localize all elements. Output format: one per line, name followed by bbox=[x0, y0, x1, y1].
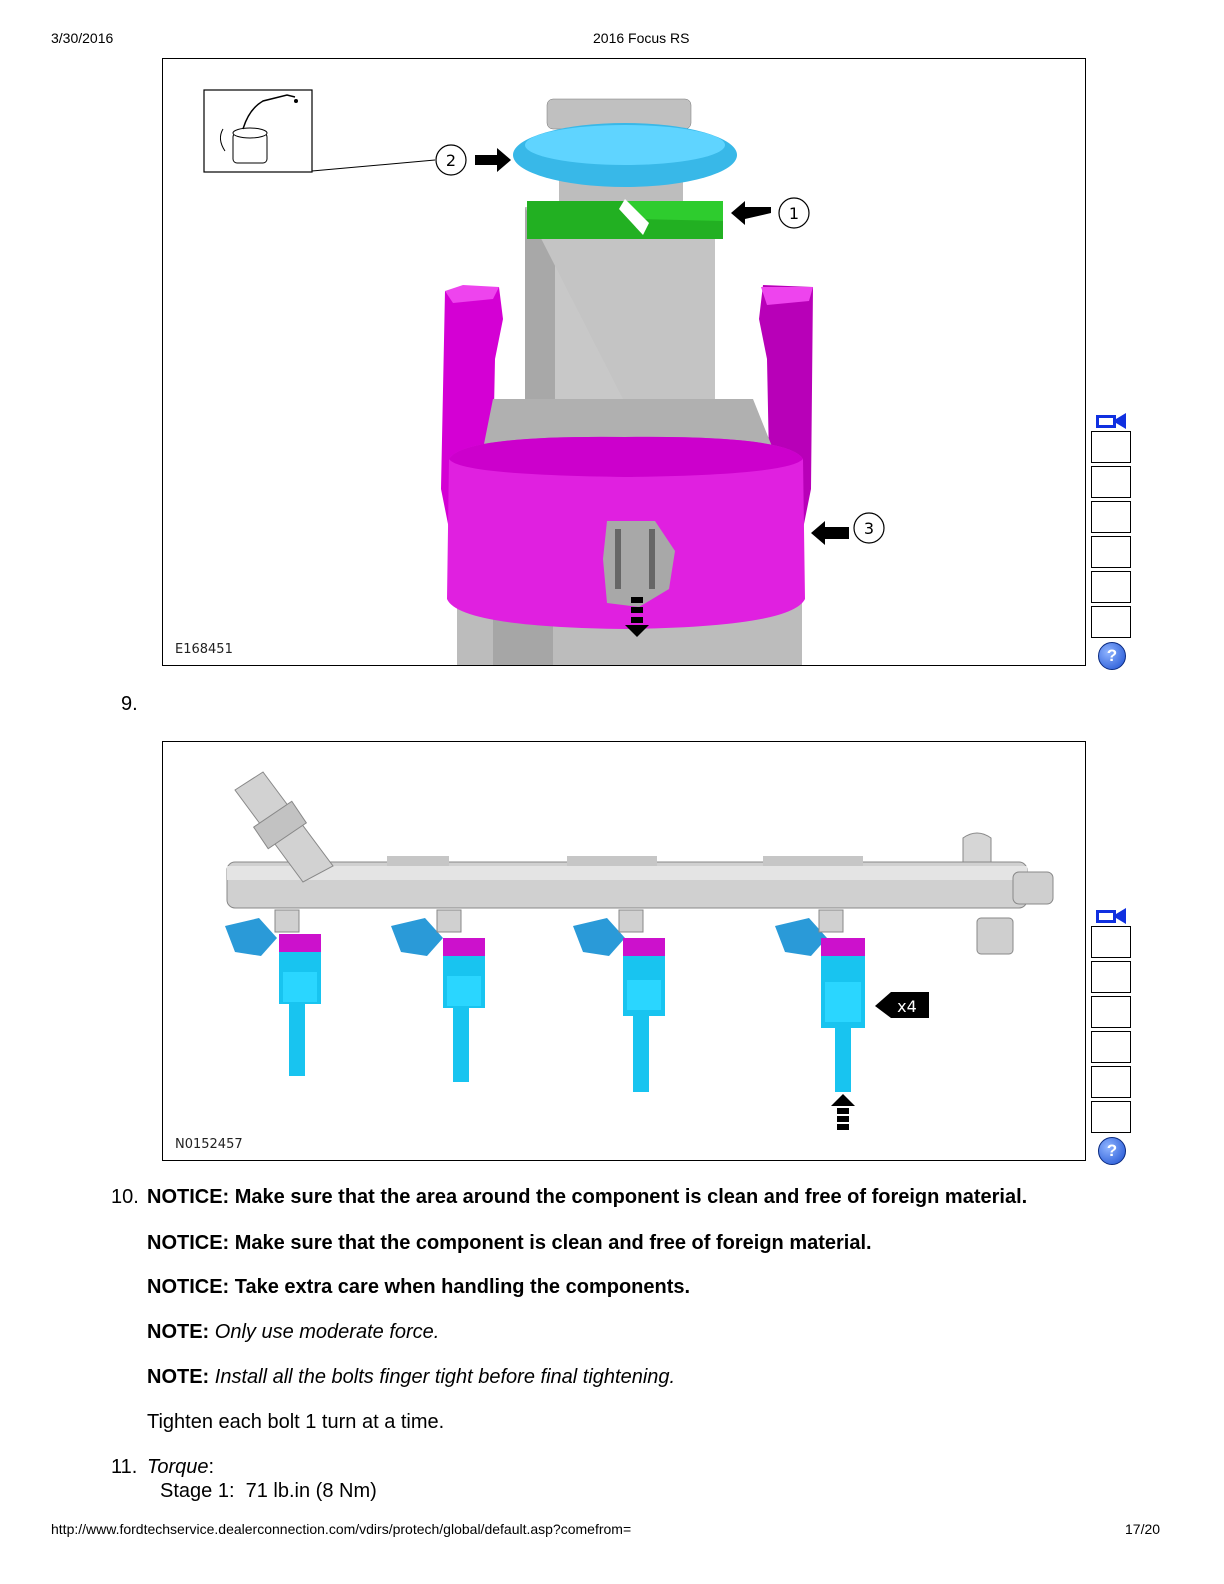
injector bbox=[391, 909, 485, 1082]
video-camera-icon[interactable] bbox=[1095, 411, 1127, 431]
notice-clean-component: NOTICE: Make sure that the component is … bbox=[147, 1232, 872, 1254]
tool-box[interactable] bbox=[1091, 1066, 1131, 1098]
note-moderate-force: NOTE: Only use moderate force. bbox=[147, 1321, 439, 1344]
tool-box[interactable] bbox=[1091, 996, 1131, 1028]
callout-3: 3 bbox=[864, 519, 874, 538]
video-camera-icon[interactable] bbox=[1095, 906, 1127, 926]
injector bbox=[573, 909, 665, 1092]
torque-stage-1: Stage 1: 71 lb.in (8 Nm) bbox=[160, 1480, 377, 1502]
tool-box[interactable] bbox=[1091, 466, 1131, 498]
notice-clean-area: NOTICE: Make sure that the area around t… bbox=[147, 1186, 1028, 1208]
figure-fuel-rail-injectors: x4 N0152457 bbox=[162, 741, 1086, 1161]
step-number-9: 9. bbox=[121, 693, 138, 715]
instruction-tighten: Tighten each bolt 1 turn at a time. bbox=[147, 1411, 445, 1433]
help-icon[interactable]: ? bbox=[1098, 642, 1126, 670]
tool-box[interactable] bbox=[1091, 501, 1131, 533]
note-text: Only use moderate force. bbox=[214, 1321, 440, 1343]
callout-1: 1 bbox=[789, 204, 799, 223]
page-number: 17/20 bbox=[1125, 1521, 1161, 1537]
tool-box[interactable] bbox=[1091, 1031, 1131, 1063]
torque-heading: Torque: bbox=[147, 1456, 214, 1479]
fuel-rail-illustration: x4 bbox=[225, 771, 1054, 1130]
injector bbox=[775, 909, 865, 1092]
note-label: NOTE: bbox=[147, 1321, 210, 1343]
figure-tools-1: ? bbox=[1091, 411, 1133, 670]
tool-box[interactable] bbox=[1091, 571, 1131, 603]
tool-box[interactable] bbox=[1091, 536, 1131, 568]
figure-id: E168451 bbox=[175, 642, 233, 657]
tool-box[interactable] bbox=[1091, 926, 1131, 958]
note-label: NOTE: bbox=[147, 1366, 210, 1388]
tool-box[interactable] bbox=[1091, 606, 1131, 638]
step-number-10: 10. bbox=[111, 1186, 139, 1208]
tool-box[interactable] bbox=[1091, 961, 1131, 993]
note-text: Install all the bolts finger tight befor… bbox=[214, 1366, 676, 1388]
step-number-11: 11. bbox=[111, 1456, 138, 1478]
torque-colon: : bbox=[208, 1456, 215, 1478]
page-title: 2016 Focus RS bbox=[593, 30, 690, 46]
note-finger-tight: NOTE: Install all the bolts finger tight… bbox=[147, 1366, 675, 1389]
help-icon[interactable]: ? bbox=[1098, 1137, 1126, 1165]
print-date: 3/30/2016 bbox=[51, 30, 114, 46]
torque-label: Torque bbox=[147, 1456, 209, 1478]
tool-box[interactable] bbox=[1091, 1101, 1131, 1133]
injector bbox=[225, 909, 321, 1076]
figure-fuel-injector-seal: 1 2 3 E168451 bbox=[162, 58, 1086, 666]
tool-box[interactable] bbox=[1091, 431, 1131, 463]
callout-2: 2 bbox=[446, 151, 456, 170]
footer-url: http://www.fordtechservice.dealerconnect… bbox=[51, 1521, 632, 1537]
callout-x4: x4 bbox=[897, 997, 917, 1016]
figure-id: N0152457 bbox=[175, 1137, 243, 1152]
injector-seal-illustration: 1 2 3 bbox=[203, 89, 885, 665]
figure-tools-2: ? bbox=[1091, 906, 1133, 1165]
notice-extra-care: NOTICE: Take extra care when handling th… bbox=[147, 1276, 691, 1298]
